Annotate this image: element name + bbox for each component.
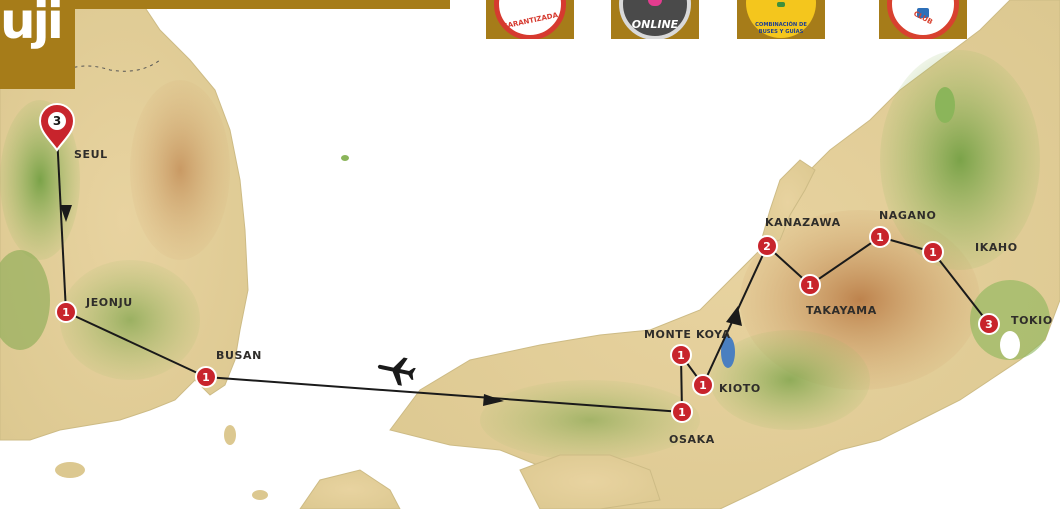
badge-combinacion[interactable]: COMBINACIÓN DE BUSES Y GUÍAS <box>737 0 825 39</box>
city-label-takayama: TAKAYAMA <box>806 304 877 317</box>
city-label-osaka: OSAKA <box>669 433 715 446</box>
airplane-icon <box>377 357 416 386</box>
stop-nights: 1 <box>699 379 707 392</box>
stop-nights: 1 <box>876 231 884 244</box>
city-marker-ikaho[interactable]: 1 <box>922 241 944 263</box>
stop-nights: 1 <box>929 246 937 259</box>
badge-online[interactable]: ONLINE <box>611 0 699 39</box>
stop-nights: 1 <box>806 279 814 292</box>
bus-icon <box>777 2 785 7</box>
stop-nights: 1 <box>202 371 210 384</box>
city-marker-takayama[interactable]: 1 <box>799 274 821 296</box>
badge-text: COMBINACIÓN DE BUSES Y GUÍAS <box>755 22 807 35</box>
city-marker-monte-koya[interactable]: 1 <box>670 344 692 366</box>
city-label-tokio: TOKIO <box>1011 314 1053 327</box>
route-arrow-icon <box>483 394 504 406</box>
badge-club[interactable]: CLUB <box>879 0 967 39</box>
badge-garantizada[interactable]: GARANTIZADA <box>486 0 574 39</box>
city-label-kioto: KIOTO <box>719 382 761 395</box>
badge-text: ONLINE <box>631 18 679 31</box>
city-marker-tokio[interactable]: 3 <box>978 313 1000 335</box>
japan-landmass <box>299 0 1060 509</box>
route-arrow-icon <box>60 205 72 222</box>
city-label-seul: SEUL <box>74 148 108 161</box>
stop-nights: 2 <box>763 240 771 253</box>
city-marker-osaka[interactable]: 1 <box>671 401 693 423</box>
stop-nights: 1 <box>677 349 685 362</box>
city-label-ikaho: IKAHO <box>975 241 1018 254</box>
stop-nights: 3 <box>53 114 61 128</box>
city-marker-kioto[interactable]: 1 <box>692 374 714 396</box>
city-label-monte-koya: MONTE KOYA <box>644 328 731 341</box>
stop-nights: 3 <box>985 318 993 331</box>
city-label-nagano: NAGANO <box>879 209 936 222</box>
city-label-busan: BUSAN <box>216 349 262 362</box>
city-label-kanazawa: KANAZAWA <box>765 216 841 229</box>
header-accent-bar <box>75 0 450 9</box>
city-label-jeonju: JEONJU <box>85 296 133 309</box>
city-marker-kanazawa[interactable]: 2 <box>756 235 778 257</box>
brand-logo[interactable]: uji <box>0 0 75 89</box>
brand-logo-text: uji <box>0 0 64 50</box>
stop-nights: 1 <box>678 406 686 419</box>
city-marker-nagano[interactable]: 1 <box>869 226 891 248</box>
city-marker-jeonju[interactable]: 1 <box>55 301 77 323</box>
city-marker-busan[interactable]: 1 <box>195 366 217 388</box>
stop-nights: 1 <box>62 306 70 319</box>
route-stops: 3 SEUL 1 JEONJU 1 BUSAN 1 OSAKA <box>38 103 1053 446</box>
club-emblem-icon <box>917 8 929 18</box>
route-arrow-icon <box>726 306 742 326</box>
city-marker-seul[interactable]: 3 <box>38 103 76 152</box>
